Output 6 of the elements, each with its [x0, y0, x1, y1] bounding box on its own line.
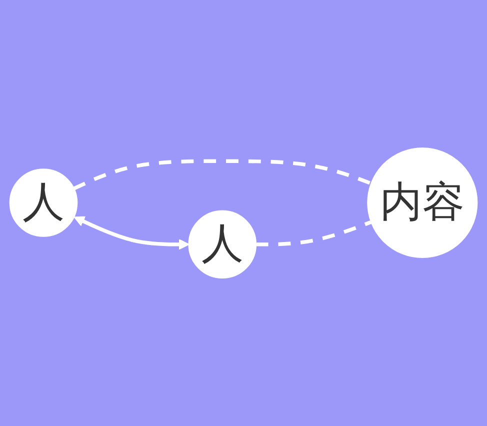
arrow — [74, 216, 190, 250]
node-circle: 人 — [9, 168, 78, 237]
node-circle: 人 — [188, 210, 257, 279]
node-circle: 内容 — [367, 147, 478, 258]
connector — [73, 159, 372, 190]
connector — [256, 220, 372, 246]
